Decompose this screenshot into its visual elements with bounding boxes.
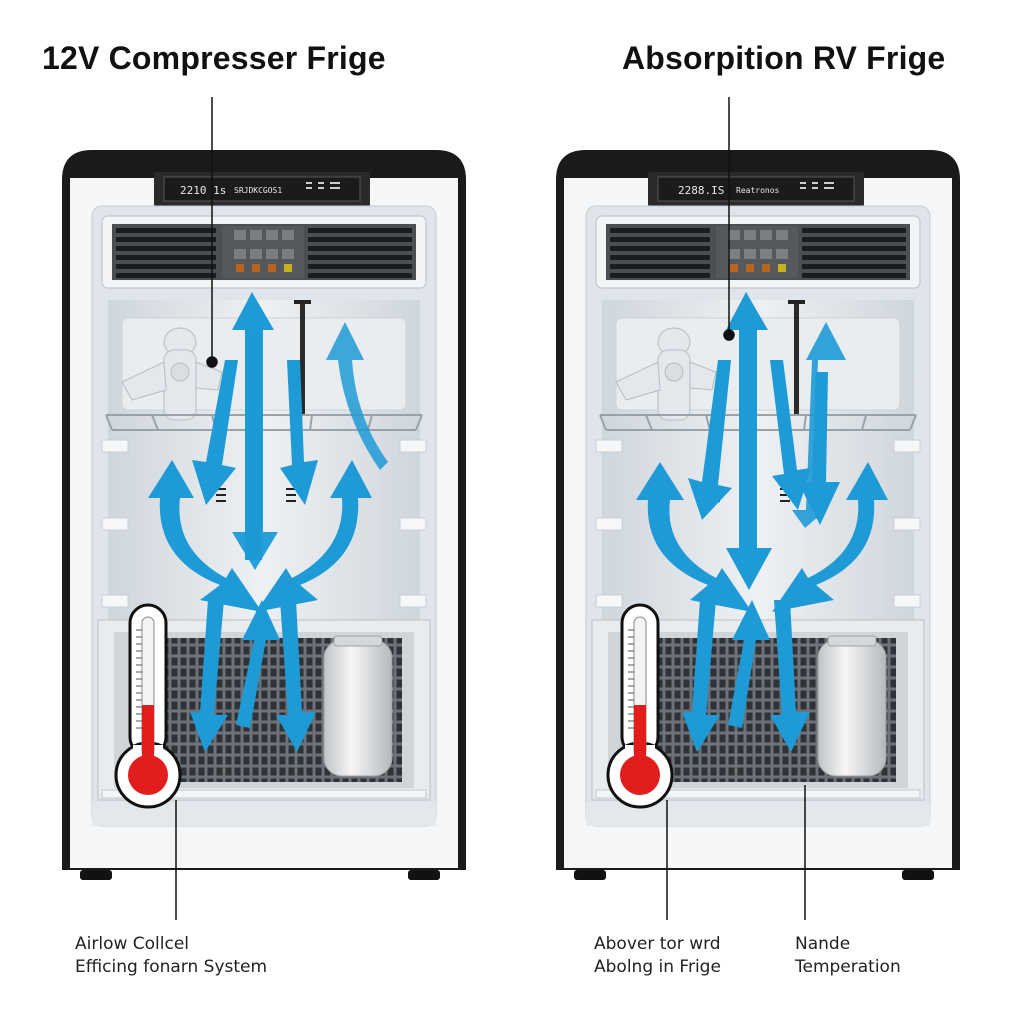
right-fridge: 2288.IS Reatronos xyxy=(555,149,961,881)
right-fridge-title: Absorpition RV Frige xyxy=(622,40,946,76)
right-callout-2-line-1: Nande xyxy=(795,934,851,954)
right-callout-1-line-1: Abover tor wrd xyxy=(594,934,721,954)
right-callout-temperature-label: Nande Temperation xyxy=(795,933,901,979)
left-callout-line-2: Efficing fonarn System xyxy=(75,957,268,977)
right-callout-airflow-label: Abover tor wrd Abolng in Frige xyxy=(594,933,721,979)
left-airflow-arrows xyxy=(148,292,388,752)
right-callout-1-line-2: Abolng in Frige xyxy=(594,957,721,977)
left-callout-airflow-label: Airlow Collcel Efficing fonarn System xyxy=(75,933,267,979)
right-callout-2-line-2: Temperation xyxy=(795,957,901,977)
right-display-label: Reatronos xyxy=(736,186,780,195)
left-fridge-title: 12V Compresser Frige xyxy=(42,40,386,76)
callout-lines xyxy=(175,97,806,920)
left-callout-line-1: Airlow Collcel xyxy=(75,934,190,954)
left-fridge: 2210 1s SRJDKCGOS1 xyxy=(61,149,467,881)
left-display-label: SRJDKCGOS1 xyxy=(234,186,282,195)
right-airflow-arrows xyxy=(636,292,888,752)
left-display-readout: 2210 1s xyxy=(180,184,226,197)
right-display-readout: 2288.IS xyxy=(678,184,724,197)
